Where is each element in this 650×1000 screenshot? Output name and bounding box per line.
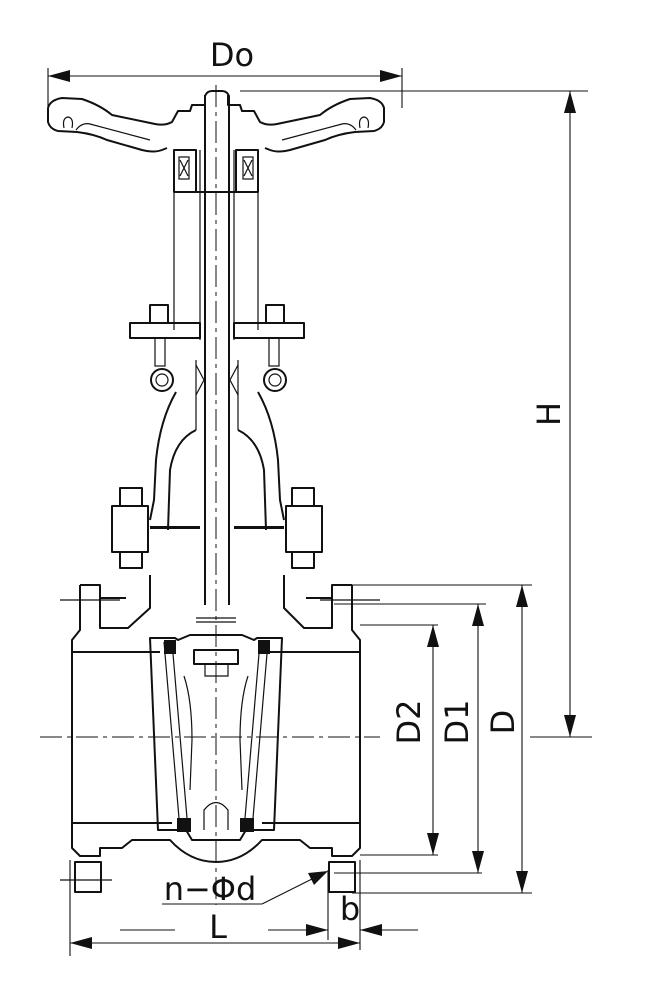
dim-H: H: [240, 90, 592, 738]
label-n-phi-d: n−Φd: [164, 870, 257, 908]
label-D2: D2: [390, 700, 428, 745]
bonnet-bolts: [111, 487, 323, 569]
dim-D1: D1: [334, 603, 486, 874]
dim-D2: D2: [360, 624, 439, 856]
dim-bolt-holes: n−Φd: [162, 870, 328, 908]
valve-body: [60, 575, 380, 893]
label-b: b: [340, 890, 360, 928]
dim-Do: Do: [47, 36, 403, 108]
dim-D: D: [352, 584, 532, 894]
stem: [173, 90, 259, 605]
label-L: L: [209, 908, 227, 946]
label-D1: D1: [438, 700, 476, 745]
dim-b: b: [268, 870, 418, 940]
dim-L: L: [69, 860, 361, 956]
label-Do: Do: [210, 36, 254, 74]
label-D: D: [484, 710, 522, 735]
wedge-gate: [149, 617, 283, 841]
label-H: H: [530, 402, 568, 426]
handwheel: [47, 95, 385, 193]
yoke-gland: [129, 304, 305, 531]
